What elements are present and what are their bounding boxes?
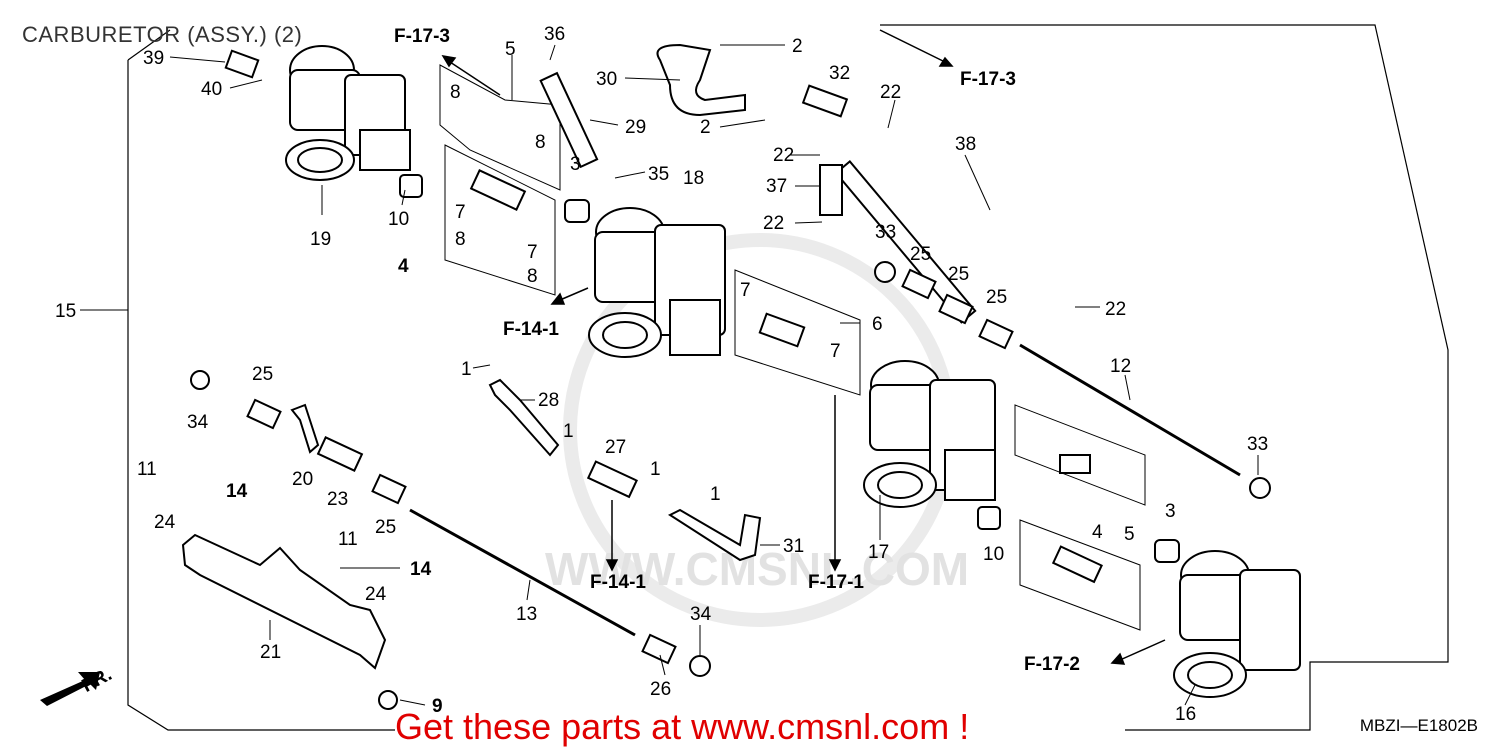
callout: 17: [868, 542, 889, 563]
callout: 29: [625, 117, 646, 138]
callout: 32: [829, 63, 850, 84]
part-callouts: 39 40 19 10 36 5 8 8 7 8 7 8 4 30 2 2 29…: [55, 24, 1268, 725]
carburetor-18-graphic: [588, 207, 726, 358]
callout: 8: [455, 229, 466, 250]
ref-label: F-17-3: [960, 69, 1016, 90]
callout: 25: [986, 287, 1007, 308]
callout: 36: [544, 24, 565, 45]
small-parts: [190, 49, 1271, 710]
callout: 4: [398, 256, 409, 277]
callout: 23: [327, 489, 348, 510]
callout: 33: [1247, 434, 1268, 455]
front-direction-marker: FR.: [40, 664, 115, 706]
reference-arrows: [441, 29, 1166, 665]
ref-label: F-17-1: [808, 572, 864, 593]
callout: 7: [527, 242, 538, 263]
callout: 38: [955, 134, 976, 155]
callout: 31: [783, 536, 804, 557]
callout: 4: [1092, 522, 1103, 543]
carburetor-16-graphic: [1173, 550, 1301, 698]
callout: 26: [650, 679, 671, 700]
callout: 27: [605, 437, 626, 458]
hoses: [488, 43, 977, 562]
callout: 13: [516, 604, 537, 625]
callout: 7: [830, 341, 841, 362]
callout: 1: [650, 459, 661, 480]
callout: 20: [292, 469, 313, 490]
ref-label: F-17-3: [394, 26, 450, 47]
callout: 25: [910, 244, 931, 265]
callout: 12: [1110, 356, 1131, 377]
watermark-text: WWW.CMSNL.COM: [545, 543, 969, 595]
callout: 28: [538, 390, 559, 411]
callout: 35: [648, 164, 669, 185]
callout: 40: [201, 79, 222, 100]
fittings: [316, 84, 1103, 584]
callout: 1: [710, 484, 721, 505]
callout: 21: [260, 642, 281, 663]
leader-lines: [80, 44, 1259, 706]
callout: 5: [1124, 524, 1135, 545]
callout: 25: [252, 364, 273, 385]
callout: 18: [683, 168, 704, 189]
group-boxes: [439, 64, 1146, 631]
carburetor-19-graphic: [285, 45, 411, 181]
promo-link[interactable]: Get these parts at www.cmsnl.com !: [395, 706, 970, 747]
callout: 1: [563, 421, 574, 442]
assembly-boundary-right: [880, 24, 1449, 731]
front-marker-label: FR.: [79, 664, 116, 697]
callout: 22: [880, 82, 901, 103]
callout: 9: [432, 696, 443, 717]
callout: 37: [766, 176, 787, 197]
callout: 15: [55, 301, 76, 322]
ref-label: F-14-1: [503, 319, 559, 340]
callout: 33: [875, 222, 896, 243]
callout: 10: [388, 209, 409, 230]
callout: 3: [1165, 501, 1176, 522]
diagram-code: MBZI—E1802B: [1359, 716, 1478, 735]
callout: 8: [527, 266, 538, 287]
callout: 14: [410, 559, 432, 580]
callout: 22: [773, 145, 794, 166]
callout: 39: [143, 48, 164, 69]
callout: 16: [1175, 704, 1196, 725]
callout: 24: [154, 512, 176, 533]
callout: 25: [948, 264, 969, 285]
callout: 10: [983, 544, 1004, 565]
carburetor-17-graphic: [863, 360, 996, 508]
callout: 6: [872, 314, 883, 335]
callout: 5: [505, 39, 516, 60]
callout: 7: [455, 202, 466, 223]
callout: 22: [1105, 299, 1126, 320]
callout: 2: [792, 36, 803, 57]
callout: 8: [450, 82, 461, 103]
callout: 34: [690, 604, 712, 625]
callout: 2: [700, 117, 711, 138]
rods: [409, 343, 1241, 637]
callout: 8: [535, 132, 546, 153]
assembly-boundary: [127, 60, 395, 731]
ref-label: F-17-2: [1024, 654, 1080, 675]
callout: 1: [461, 359, 472, 380]
callout: 7: [740, 280, 751, 301]
ref-label: F-14-1: [590, 572, 646, 593]
callout: 19: [310, 229, 331, 250]
callout: 30: [596, 69, 617, 90]
callout: 22: [763, 213, 784, 234]
callout: 11: [137, 459, 157, 480]
callout: 25: [375, 517, 396, 538]
callout: 34: [187, 412, 209, 433]
callout: 14: [226, 481, 248, 502]
page-title: CARBURETOR (ASSY.) (2): [22, 22, 303, 47]
callout: 24: [365, 584, 387, 605]
callout: 3: [570, 154, 581, 175]
callout: 11: [338, 529, 358, 550]
bracket-graphic: [181, 403, 387, 670]
reference-labels: F-17-3 F-17-3 F-14-1 F-14-1 F-17-1 F-17-…: [394, 26, 1080, 675]
